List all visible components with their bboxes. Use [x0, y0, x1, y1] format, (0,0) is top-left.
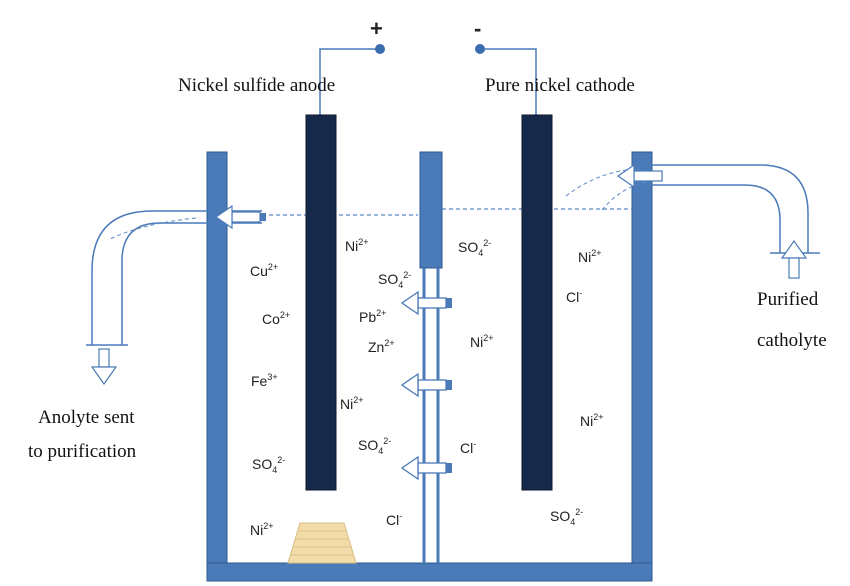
- catholyte-in-arrow: [780, 239, 808, 279]
- catholyte-label-line-1: Purified: [757, 289, 819, 310]
- ion-label: Co2+: [262, 310, 290, 327]
- diaphragm-flow-arrow: [400, 372, 452, 398]
- ion-label: Fe3+: [251, 372, 278, 389]
- diaphragm-flow-arrow: [400, 455, 452, 481]
- ion-label: SO42-: [378, 270, 411, 290]
- anolyte-label-line-1: Anolyte sent: [38, 407, 135, 428]
- ion-label: Ni2+: [340, 395, 364, 412]
- anode-sludge: [287, 522, 357, 564]
- anode-sludge-texture: [291, 530, 353, 556]
- ion-label: Ni2+: [470, 333, 494, 350]
- pure-nickel-cathode: [521, 114, 553, 491]
- cathode-wire: [475, 44, 537, 115]
- catholyte-inlet-arrow: [616, 163, 663, 189]
- ion-label: Cl-: [566, 288, 582, 305]
- ion-label: SO42-: [550, 507, 583, 527]
- anode-label: Nickel sulfide anode: [178, 75, 335, 96]
- anolyte-out-arrow: [90, 348, 118, 386]
- nickel-sulfide-anode: [305, 114, 337, 491]
- diaphragm: [419, 151, 443, 563]
- ion-label: Ni2+: [250, 521, 274, 538]
- ion-label: Cu2+: [250, 262, 278, 279]
- ion-labels: Cu2+ Co2+ Fe3+ SO42- Ni2+ Ni2+ Ni2+ SO42…: [250, 237, 604, 538]
- ion-label: Ni2+: [345, 237, 369, 254]
- anode-wire: [319, 44, 385, 115]
- ion-label: Pb2+: [359, 308, 386, 325]
- electrolytic-tank: [206, 151, 653, 582]
- negative-terminal-sign: -: [474, 16, 481, 41]
- cathode-label: Pure nickel cathode: [485, 75, 635, 96]
- ion-label: SO42-: [252, 455, 285, 475]
- anolyte-outlet-pipe: [86, 210, 266, 346]
- ion-label: Cl-: [386, 511, 402, 528]
- ion-label: Ni2+: [578, 248, 602, 265]
- anolyte-label-line-2: to purification: [28, 441, 137, 462]
- ion-label: SO42-: [458, 238, 491, 258]
- diaphragm-flow-arrow: [400, 290, 452, 316]
- ion-label: Cl-: [460, 439, 476, 456]
- ion-label: Zn2+: [368, 338, 395, 355]
- catholyte-label-line-2: catholyte: [757, 330, 827, 351]
- ion-label: SO42-: [358, 436, 391, 456]
- anolyte-inlet-arrow: [214, 204, 261, 230]
- positive-terminal-sign: +: [370, 16, 383, 41]
- ion-label: Ni2+: [580, 412, 604, 429]
